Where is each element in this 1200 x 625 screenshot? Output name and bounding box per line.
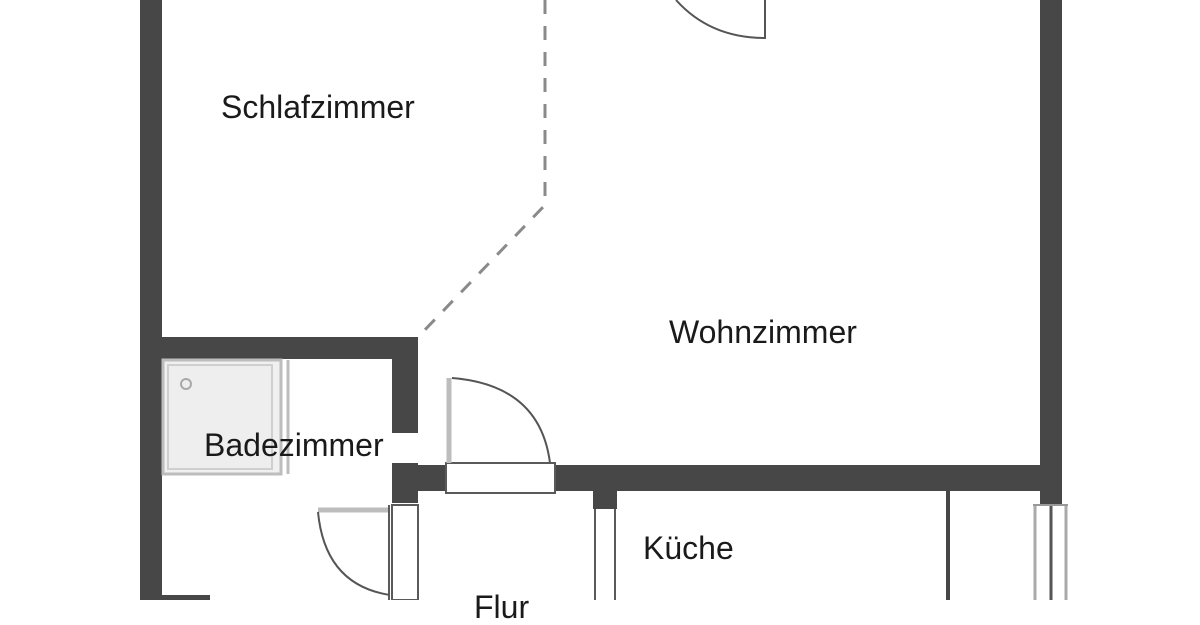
wall-hall-kitchen-stub: [593, 465, 617, 509]
wall-bottom-left: [140, 595, 210, 600]
shower-drain-icon: [180, 378, 192, 390]
wall-west: [140, 0, 162, 600]
door-swing-bath: [317, 511, 391, 596]
door-frame-bath: [391, 504, 419, 600]
room-label-kueche: Küche: [643, 530, 734, 566]
wall-living-south: [555, 465, 1062, 491]
wall-living-south-left: [392, 465, 446, 491]
room-label-badezimmer: Badezimmer: [204, 427, 384, 463]
room-label-schlafzimmer: Schlafzimmer: [221, 89, 415, 125]
room-label-wohnzimmer: Wohnzimmer: [669, 314, 857, 350]
shower-tray-inner: [167, 364, 273, 470]
door-frame-living: [445, 462, 556, 494]
room-label-flur: Flur: [474, 589, 530, 625]
wall-bath-top: [140, 337, 418, 359]
wall-east: [1040, 0, 1062, 505]
room-divider-dashed: [416, 0, 547, 339]
door-swing-living: [451, 377, 551, 464]
door-swing-top: [675, 0, 766, 40]
wall-bath-east: [392, 337, 418, 433]
floor-plan: [140, 0, 1068, 600]
